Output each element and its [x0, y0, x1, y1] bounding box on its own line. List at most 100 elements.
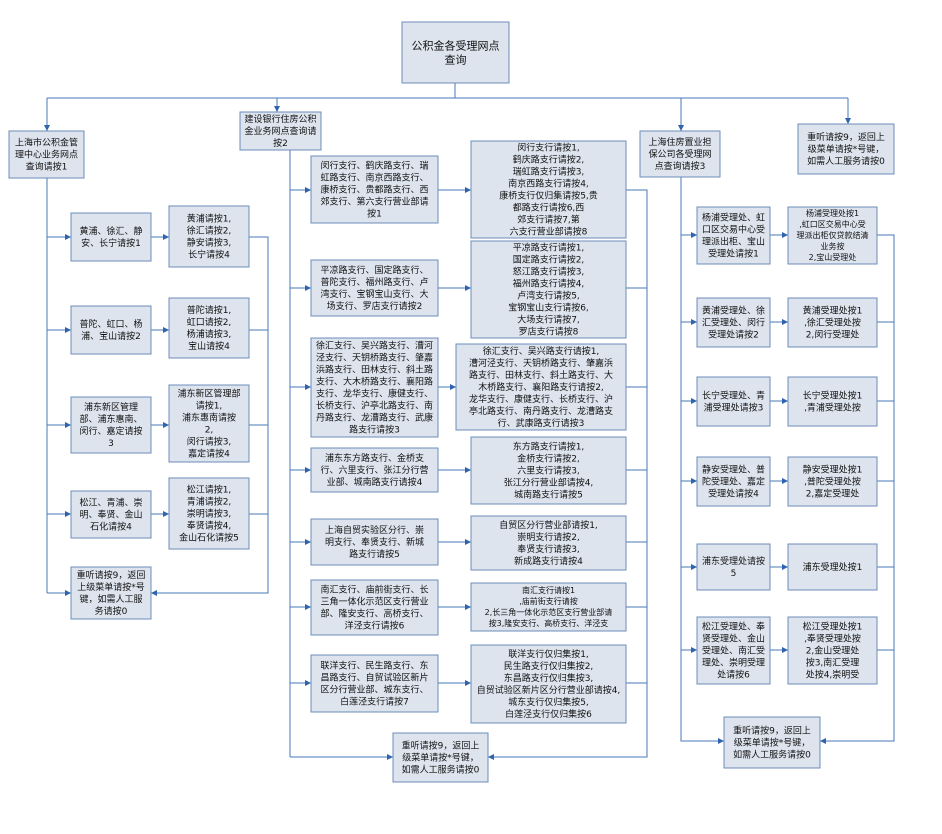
- arrowhead: [305, 604, 311, 610]
- branch-guarantee-box: [639, 130, 721, 178]
- arrowhead: [718, 738, 724, 744]
- arrowhead: [65, 234, 71, 240]
- edge-ccb-return: [488, 189, 648, 758]
- ccb-group-3-text: 长桥支行、沪亭北路支行、南: [316, 400, 433, 412]
- ccb-group-5-box: [310, 518, 439, 566]
- ccb-detail-4-text: 城南路支行请按5: [514, 489, 583, 501]
- sh-repeat-text: 务请按0: [95, 605, 128, 617]
- ccb-repeat-text: 重听请按9，返回上: [402, 740, 480, 752]
- ccb-detail-4-text: 东方路支行请按1,: [513, 441, 585, 453]
- g-group-4-text: 陀受理处、嘉定: [702, 476, 765, 488]
- g-detail-1-text: 2,宝山受理处: [809, 252, 857, 262]
- ccb-detail-7-text: 自贸试验区新片区分行营业部请按4,: [477, 684, 621, 696]
- ccb-repeat-box: [392, 732, 489, 783]
- arrowhead: [65, 511, 71, 517]
- arrowhead: [678, 125, 684, 131]
- arrowhead: [151, 590, 157, 596]
- sh-group-4-text: 石化请按4: [90, 521, 132, 533]
- edge-g-return: [820, 234, 895, 742]
- top-repeat-box-text: 如需人工服务请按0: [807, 155, 885, 167]
- ccb-detail-5-text: 奉贤支行请按3,: [517, 543, 580, 555]
- g-group-3-text: 浦受理处请按3: [704, 402, 764, 414]
- ccb-detail-5-text: 崇明支行请按2,: [517, 531, 580, 543]
- sh-repeat-text: 重听请按9，返回: [77, 569, 146, 581]
- g-group-5-text: 浦东受理处请按: [702, 555, 765, 567]
- sh-detail-3-text: 2,: [205, 426, 214, 436]
- arrowhead: [305, 285, 311, 291]
- arrowhead: [305, 539, 311, 545]
- g-detail-2-box: [787, 297, 878, 348]
- g-detail-3-text: ,青浦受理处按: [804, 402, 861, 414]
- g-detail-3-text: 长宁受理处按1: [803, 390, 863, 402]
- ccb-group-3-text: 支行、龙华支行、康健支行、: [316, 388, 433, 400]
- sh-repeat-text: 键，如需人工服: [79, 593, 142, 605]
- sh-detail-2-text: 杨浦请按3,: [187, 328, 232, 340]
- ccb-group-5-text: 明支行、奉贤支行、新城: [325, 536, 424, 548]
- g-detail-4-text: ,普陀受理处按: [804, 476, 861, 488]
- sh-detail-4-text: 金山石化请按5: [179, 532, 239, 544]
- ccb-detail-2-box: [470, 240, 627, 339]
- g-detail-1-box: [787, 206, 878, 265]
- ccb-group-1: 闵行支行、鹤庆路支行、瑞虹路支行、南京西路支行、康桥支行、贵都路支行、西郊支行、…: [310, 155, 439, 224]
- sh-detail-4-text: 松江请按1,: [187, 484, 232, 496]
- arrowhead: [465, 680, 471, 686]
- sh-repeat-box: [70, 566, 152, 620]
- ccb-detail-2-text: 卢湾支行请按5,: [517, 290, 580, 302]
- arrowhead: [465, 604, 471, 610]
- branch-ccb-text: 金业务网点查询请: [244, 125, 316, 137]
- g-group-6-text: 处请按6: [717, 669, 750, 681]
- ccb-group-3-box: [310, 337, 439, 438]
- arrowhead: [691, 232, 697, 238]
- ccb-detail-3-text: 徐汇支行、吴兴路支行请按1,: [483, 345, 600, 357]
- edge-g-spine: [680, 177, 724, 742]
- ccb-detail-4-text: 张江分行营业部请按4,: [504, 477, 594, 489]
- ccb-group-6-text: 三角一体化示范区支行营业: [320, 596, 428, 608]
- g-group-3-text: 长宁受理处、青: [702, 390, 765, 402]
- branch-guarantee-text: 点查询请按3: [655, 160, 706, 172]
- sh-detail-4-text: 崇明请按3,: [187, 508, 232, 520]
- sh-group-3-text: 部、浦东惠南、: [79, 413, 142, 425]
- g-group-5-text: 5: [731, 569, 737, 579]
- g-group-5-box: [696, 543, 771, 591]
- ccb-detail-4: 东方路支行请按1,金桥支行请按2,六里支行请按3,张江分行营业部请按4,城南路支…: [470, 436, 627, 505]
- ccb-detail-3-text: 龙华支行、康健支行、长桥支行、沪: [469, 393, 613, 405]
- branch-guarantee-text: 上海住房置业担: [648, 136, 711, 148]
- arrowhead: [274, 106, 280, 112]
- sh-detail-2-text: 宝山请按4: [188, 340, 230, 352]
- ccb-detail-2-text: 罗店支行请按8: [519, 326, 579, 338]
- g-detail-1-text: ,虹口区交易中心受: [799, 219, 866, 229]
- ccb-detail-1-text: 都路支行请按6,西: [513, 202, 585, 214]
- ccb-group-3-text: 徐汇支行、吴兴路支行、漕河: [316, 340, 433, 352]
- ccb-group-6-text: 南汇支行、庙前街支行、长: [320, 584, 428, 596]
- arrowhead: [691, 564, 697, 570]
- ccb-detail-1-text: 瑞虹路支行请按3,: [513, 166, 585, 178]
- g-group-4-box: [696, 456, 771, 507]
- g-group-3-box: [696, 376, 771, 427]
- sh-detail-1-text: 长宁请按4: [188, 249, 230, 261]
- g-detail-5-text: 浦东受理处按1: [803, 561, 863, 573]
- branch-guarantee-text: 保公司各受理网: [648, 148, 711, 160]
- ccb-detail-1-text: 郊支行请按7,第: [517, 214, 580, 226]
- g-detail-6-text: 处按4,崇明受: [806, 669, 860, 681]
- sh-detail-4-text: 青浦请按2,: [187, 496, 232, 508]
- sh-detail-3-text: 浦东新区管理部: [177, 388, 240, 400]
- sh-detail-3-text: 浦东惠南请按: [182, 412, 236, 424]
- arrowhead: [65, 590, 71, 596]
- g-group-6-text: 受理处、南汇受: [702, 645, 765, 657]
- g-group-1-box: [696, 206, 771, 265]
- ccb-detail-2-text: 宝钢宝山支行请按6,: [508, 302, 589, 314]
- arrowhead: [691, 319, 697, 325]
- branch-ccb-text: 按2: [273, 137, 288, 149]
- ccb-group-7-text: 联洋支行、民生路支行、东: [320, 660, 428, 672]
- arrowhead: [691, 398, 697, 404]
- sh-group-2-box: [70, 305, 152, 355]
- ccb-group-3-text: 浜路支行、田林支行、斜土路: [316, 364, 433, 376]
- top-repeat-box-text: 重听请按9，返回上: [807, 131, 885, 143]
- ccb-group-6-box: [310, 579, 439, 636]
